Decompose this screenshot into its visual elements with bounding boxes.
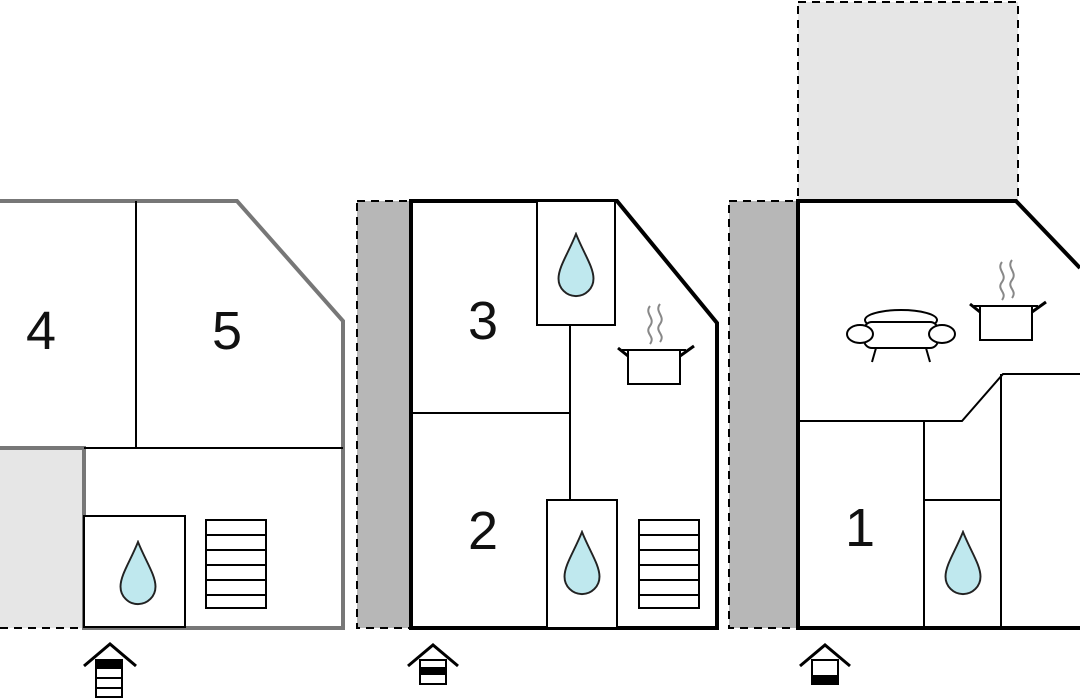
balcony	[728, 200, 799, 629]
cooking-pot-icon	[968, 258, 1048, 342]
ground-floor-marker	[799, 643, 851, 685]
room-number-4: 4	[26, 301, 56, 361]
middle-floor-plan: 3 2	[356, 199, 719, 630]
ground-floor-walls	[796, 199, 1080, 630]
upper-floor-plan: 4 5	[0, 199, 345, 630]
sofa-icon	[846, 309, 956, 363]
stairs-icon	[205, 519, 267, 609]
ground-floor-plan: 1	[728, 1, 1080, 630]
middle-floor-marker	[407, 643, 459, 685]
terrace-area	[797, 1, 1019, 202]
balcony	[356, 200, 412, 629]
room-number-2: 2	[468, 501, 498, 561]
room-number-3: 3	[468, 291, 498, 351]
cooking-pot-icon	[616, 302, 696, 386]
stairs-icon	[638, 519, 700, 609]
room-number-5: 5	[212, 301, 242, 361]
room-number-1: 1	[845, 498, 875, 558]
water-drop-icon	[944, 530, 982, 596]
upper-floor-marker	[83, 642, 137, 698]
terrace-area	[0, 448, 84, 628]
